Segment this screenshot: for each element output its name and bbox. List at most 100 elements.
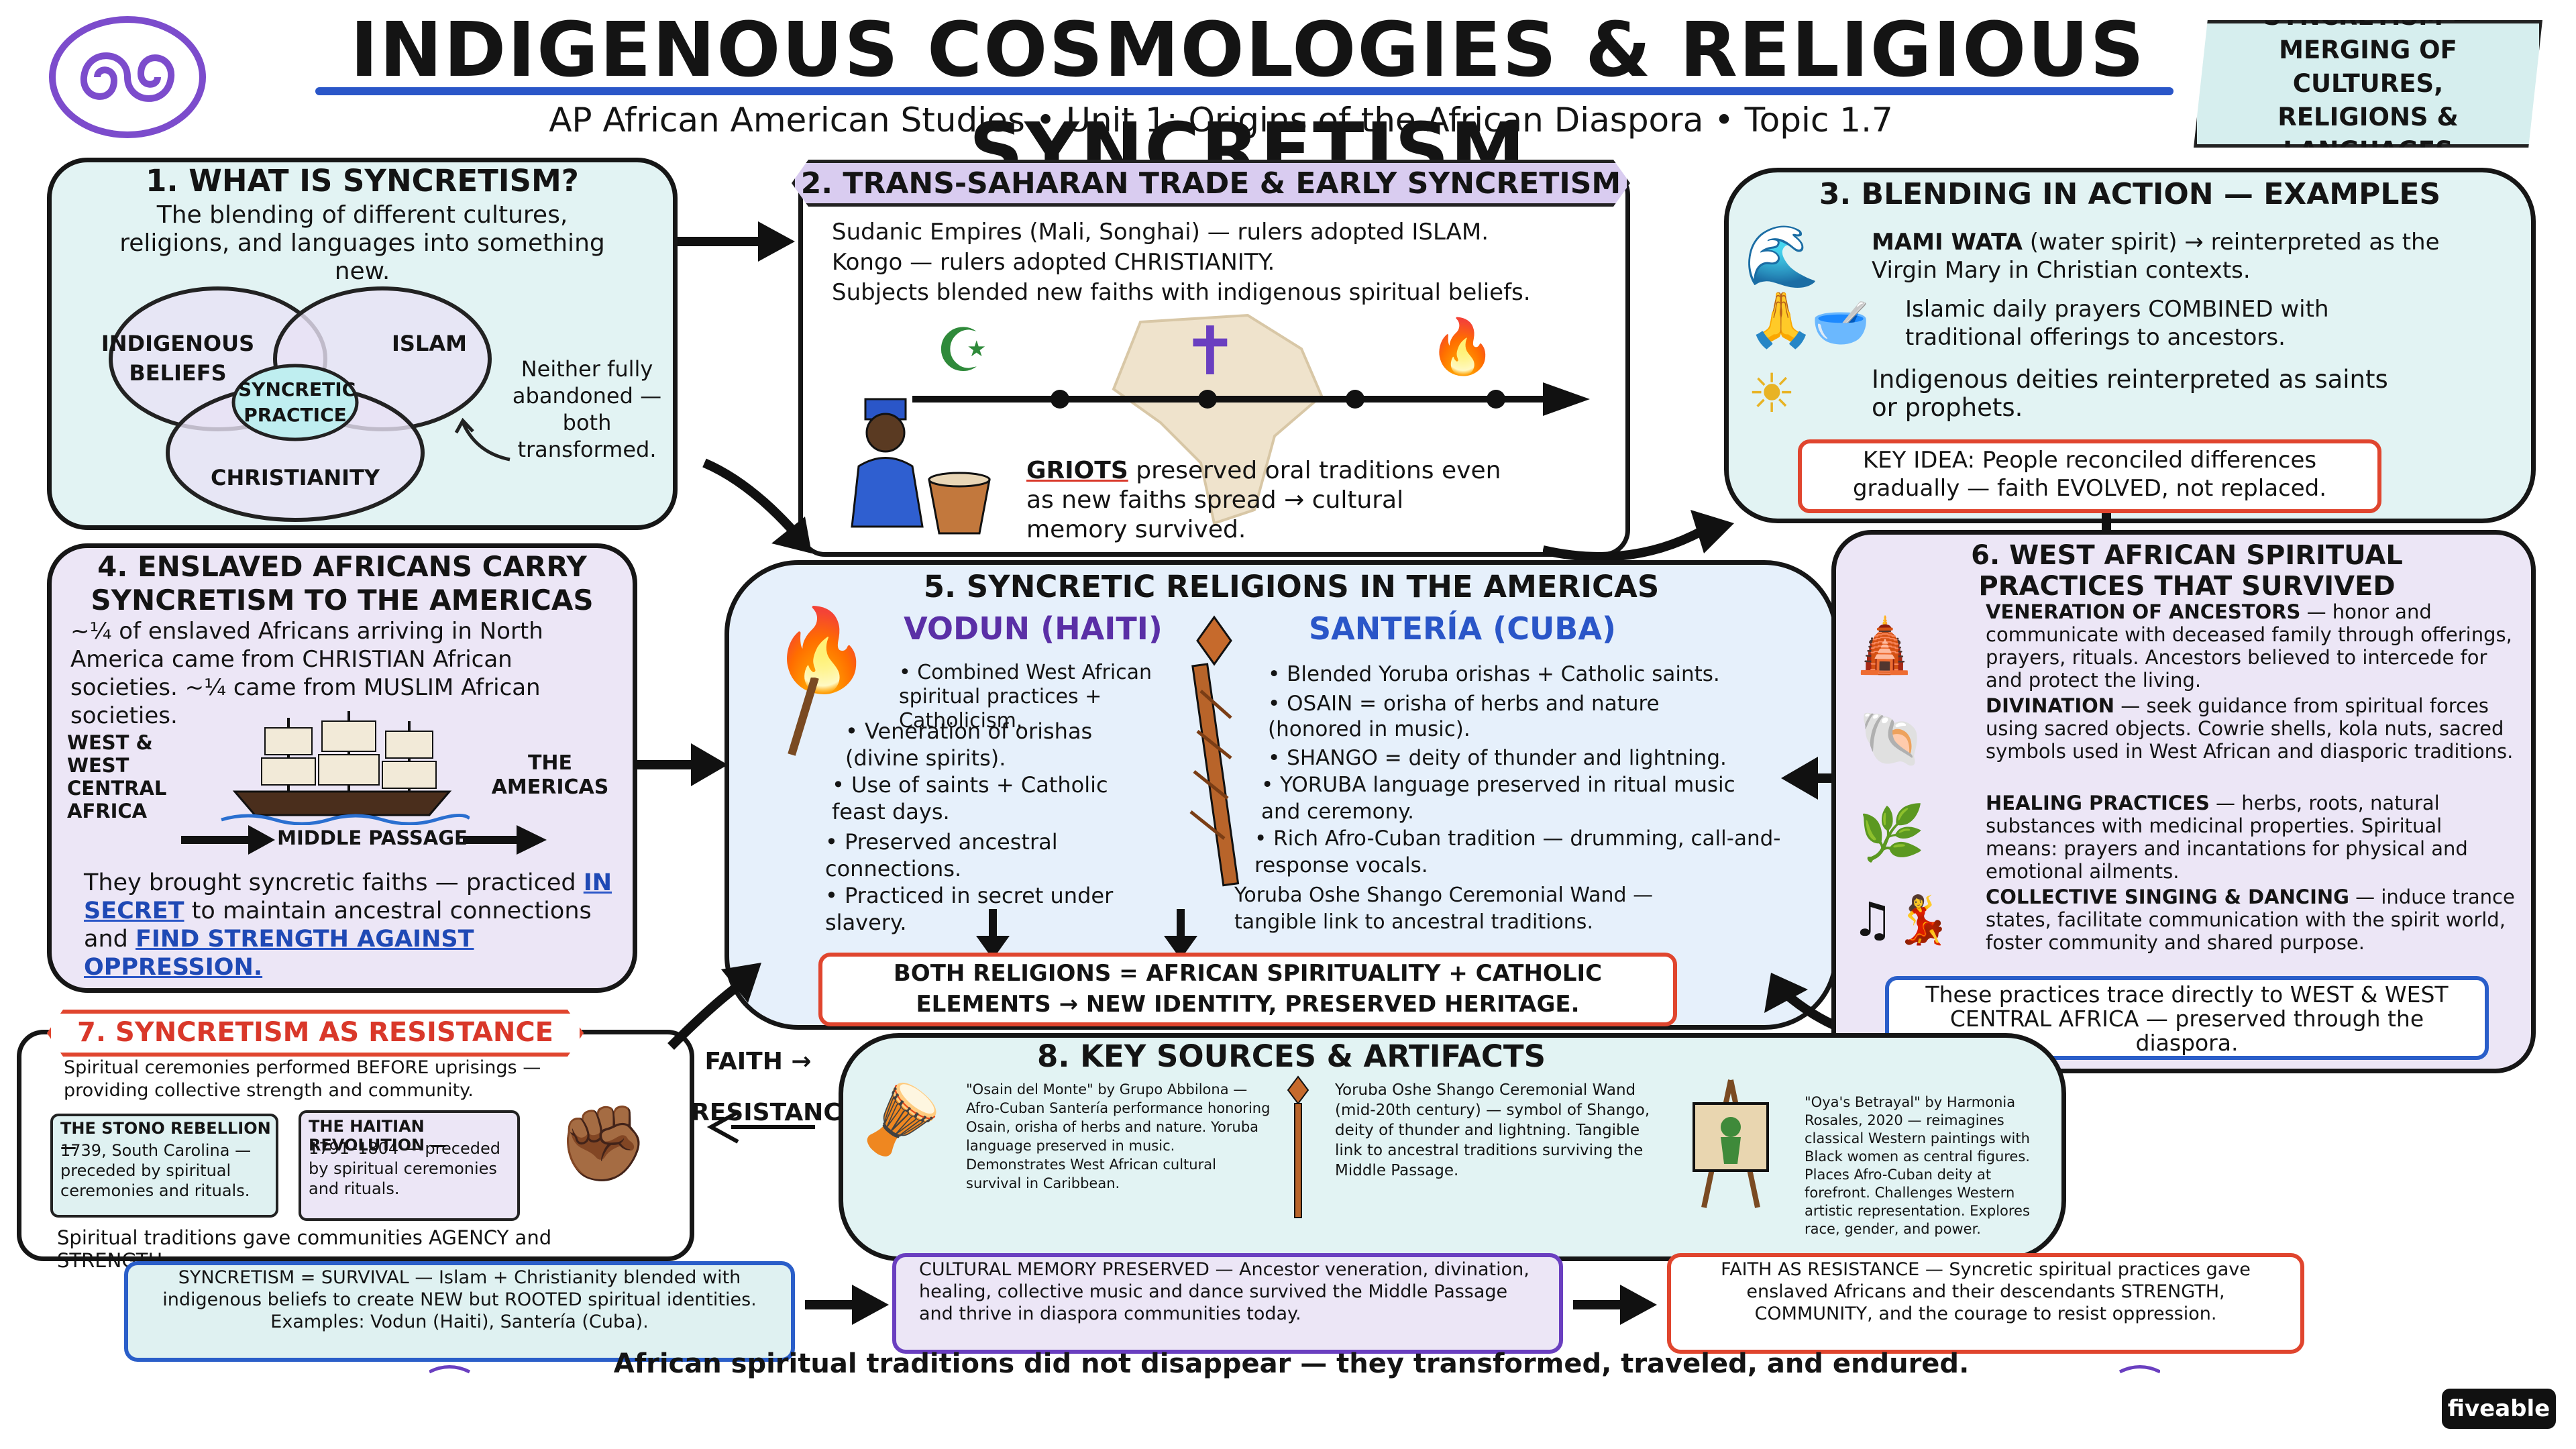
- practice-divination: DIVINATION — seek guidance from spiritua…: [1986, 694, 2516, 763]
- practice-singing-text: — induce trance states, facilitate commu…: [1986, 885, 2515, 954]
- venn-diagram: [109, 286, 492, 522]
- section-8-key-sources: [839, 1033, 2066, 1261]
- easel-painting-icon: [1693, 1079, 1769, 1208]
- section-7-title-banner: [47, 1010, 584, 1057]
- griot-drummer-icon: [851, 398, 991, 535]
- both-religions-box: [818, 953, 1677, 1026]
- practice-ancestors: VENERATION OF ANCESTORS — honor and comm…: [1986, 600, 2516, 692]
- practice-divination-text: — seek guidance from spiritual forces us…: [1986, 694, 2514, 763]
- fiveable-badge[interactable]: fiveable: [2442, 1389, 2556, 1429]
- section-8-title: 8. KEY SOURCES & ARTIFACTS: [1037, 1038, 1546, 1074]
- practice-ancestors-text: — honor and communicate with deceased fa…: [1986, 600, 2512, 692]
- page-subtitle: AP African American Studies • Unit 1: Or…: [549, 101, 1893, 140]
- both-religions-text: BOTH RELIGIONS = AFRICAN SPIRITUALITY + …: [893, 960, 1603, 1018]
- flame-icon: 🔥: [1429, 315, 1496, 378]
- griots-text: GRIOTS preserved oral traditions even as…: [1026, 456, 1509, 545]
- fiveable-logo-text: fiveable: [2447, 1395, 2551, 1422]
- practice-divination-head: DIVINATION: [1986, 694, 2115, 717]
- s4-bottom-b: IN SECRET: [84, 869, 612, 924]
- section-7-footer: Spiritual traditions gave communities AG…: [57, 1226, 661, 1272]
- haiti-text: 1791–1804 — preceded by spiritual ceremo…: [309, 1139, 500, 1198]
- deities-text: Indigenous deities reinterpreted as sain…: [1872, 365, 2388, 422]
- sun-icon: ☀: [1748, 362, 1796, 425]
- practice-healing-text: — herbs, roots, natural substances with …: [1986, 792, 2468, 883]
- vodun-item-2: • Veneration of orishas (divine spirits)…: [845, 718, 1093, 771]
- section-4-bottom: They brought syncretic faiths — practice…: [84, 869, 614, 981]
- purple-flame-torch-icon: 🔥: [771, 604, 872, 697]
- vodun-item-4: • Preserved ancestral connections.: [825, 829, 1058, 881]
- practice-healing: HEALING PRACTICES — herbs, roots, natura…: [1986, 792, 2516, 883]
- torch-stick-icon: [788, 678, 819, 756]
- drum-icon: 🪘: [859, 1080, 943, 1159]
- prayer-hands-icon: 🙏: [1748, 288, 1815, 351]
- arrow-s4-to-s5: [634, 743, 728, 786]
- section-2-line-3: Subjects blended new faiths with indigen…: [832, 279, 1531, 306]
- venn-label-christianity: CHRISTIANITY: [210, 465, 380, 490]
- bottom-box-faith: [1667, 1253, 2304, 1354]
- section-2-title: 2. TRANS-SAHARAN TRADE & EARLY SYNCRETIS…: [800, 166, 1621, 201]
- stono-box: [50, 1114, 278, 1218]
- vodun-title: VODUN (HAITI): [904, 610, 1163, 647]
- section-3-title: 3. BLENDING IN ACTION — EXAMPLES: [1819, 177, 2441, 211]
- wand-small-icon: [1287, 1075, 1309, 1218]
- herb-leaves-icon: 🌿: [1858, 802, 1925, 864]
- vodun-item-1: • Combined West African spiritual practi…: [899, 661, 1152, 733]
- page-title: INDIGENOUS COSMOLOGIES & RELIGIOUS SYNCR…: [350, 7, 2145, 195]
- bottom-box-memory: [892, 1253, 1563, 1354]
- haiti-box: [299, 1110, 520, 1221]
- venn-note: Neither fully abandoned — both transform…: [512, 356, 662, 462]
- shango-wand-icon: [1189, 615, 1240, 887]
- title-underline: [315, 87, 2174, 95]
- label-west-africa: WEST & WEST CENTRAL AFRICA: [67, 731, 167, 822]
- section-1-title: 1. WHAT IS SYNCRETISM?: [146, 163, 579, 199]
- ancestor-shrine-icon: 🛕: [1851, 614, 1919, 676]
- key-idea-box: [1798, 439, 2381, 513]
- santeria-item-2: • OSAIN = orisha of herbs and nature (ho…: [1268, 692, 1660, 741]
- arrow-faith-left: [706, 1110, 815, 1144]
- mami-wata-text: MAMI WATA (water spirit) → reinterpreted…: [1872, 228, 2475, 284]
- arrow-bottom-2: [1573, 1285, 1657, 1325]
- timeline-arrow: [912, 382, 1590, 416]
- wave-icon: 🌊: [1744, 221, 1820, 292]
- venn-label-indigenous: INDIGENOUS BELIEFS: [101, 331, 255, 386]
- faith-resistance-label: FAITH → RESISTANCE: [691, 1048, 858, 1126]
- definition-note: SYNCRETISM = MERGING OF CULTURES, RELIGI…: [2194, 20, 2542, 148]
- santeria-item-3: • SHANGO = deity of thunder and lightnin…: [1268, 746, 1727, 770]
- bottom-faith-text: FAITH AS RESISTANCE — Syncretic spiritua…: [1721, 1259, 2251, 1324]
- griots-body: preserved oral traditions even as new fa…: [1026, 457, 1501, 543]
- venn-label-islam: ISLAM: [392, 331, 467, 356]
- practice-singing: COLLECTIVE SINGING & DANCING — induce tr…: [1986, 885, 2516, 954]
- practices-footer-text: These practices trace directly to WEST &…: [1925, 981, 2449, 1056]
- practice-healing-head: HEALING PRACTICES: [1986, 792, 2210, 814]
- arrow-bottom-1: [805, 1285, 889, 1325]
- section-7-footer-text: Spiritual traditions gave communities AG…: [57, 1226, 552, 1272]
- offering-bowl-icon: 🥣: [1811, 295, 1870, 350]
- section-5-title: 5. SYNCRETIC RELIGIONS IN THE AMERICAS: [923, 569, 1660, 604]
- middle-passage-arrow: [181, 825, 547, 855]
- mami-wata-word: MAMI WATA: [1872, 229, 2023, 256]
- vodun-item-3: • Use of saints + Catholic feast days.: [832, 772, 1108, 824]
- section-2-line-1: Sudanic Empires (Mali, Songhai) — rulers…: [832, 219, 1489, 246]
- crescent-star-icon: ☪: [936, 315, 990, 386]
- cross-icon: ✝: [1182, 312, 1238, 390]
- s4-bottom-d: FIND STRENGTH AGAINST OPPRESSION.: [84, 926, 474, 981]
- vodun-item-5: • Practiced in secret under slavery.: [825, 883, 1114, 935]
- mami-wata-rest: (water spirit) → reinterpreted as the Vi…: [1872, 229, 2440, 284]
- section-6-title: 6. WEST AFRICAN SPIRITUAL PRACTICES THAT…: [1971, 540, 2403, 602]
- down-arrows: [976, 909, 1197, 959]
- slave-ship-icon: [221, 711, 470, 825]
- spiral-logo-icon: [49, 16, 206, 138]
- section-5-syncretic-religions: [724, 560, 1838, 1030]
- raised-fist-icon: ✊🏾: [557, 1100, 649, 1186]
- tagline-underline: [429, 1365, 2160, 1374]
- haiti-title: THE HAITIAN REVOLUTION —: [309, 1117, 447, 1155]
- tagline: African spiritual traditions did not dis…: [613, 1348, 1970, 1379]
- africa-map-icon: [1112, 313, 1324, 525]
- s4-bottom-c: to maintain ancestral connections and: [84, 898, 592, 953]
- section-7-intro: Spiritual ceremonies performed BEFORE up…: [64, 1057, 541, 1101]
- section-2-line-2: Kongo — rulers adopted CHRISTIANITY.: [832, 249, 1275, 276]
- venn-label-syncretic: SYNCRETIC PRACTICE: [238, 378, 356, 426]
- griots-word: GRIOTS: [1026, 457, 1128, 484]
- santeria-title: SANTERÍA (CUBA): [1308, 610, 1616, 647]
- s4-bottom-a: They brought syncretic faiths — practice…: [84, 869, 576, 896]
